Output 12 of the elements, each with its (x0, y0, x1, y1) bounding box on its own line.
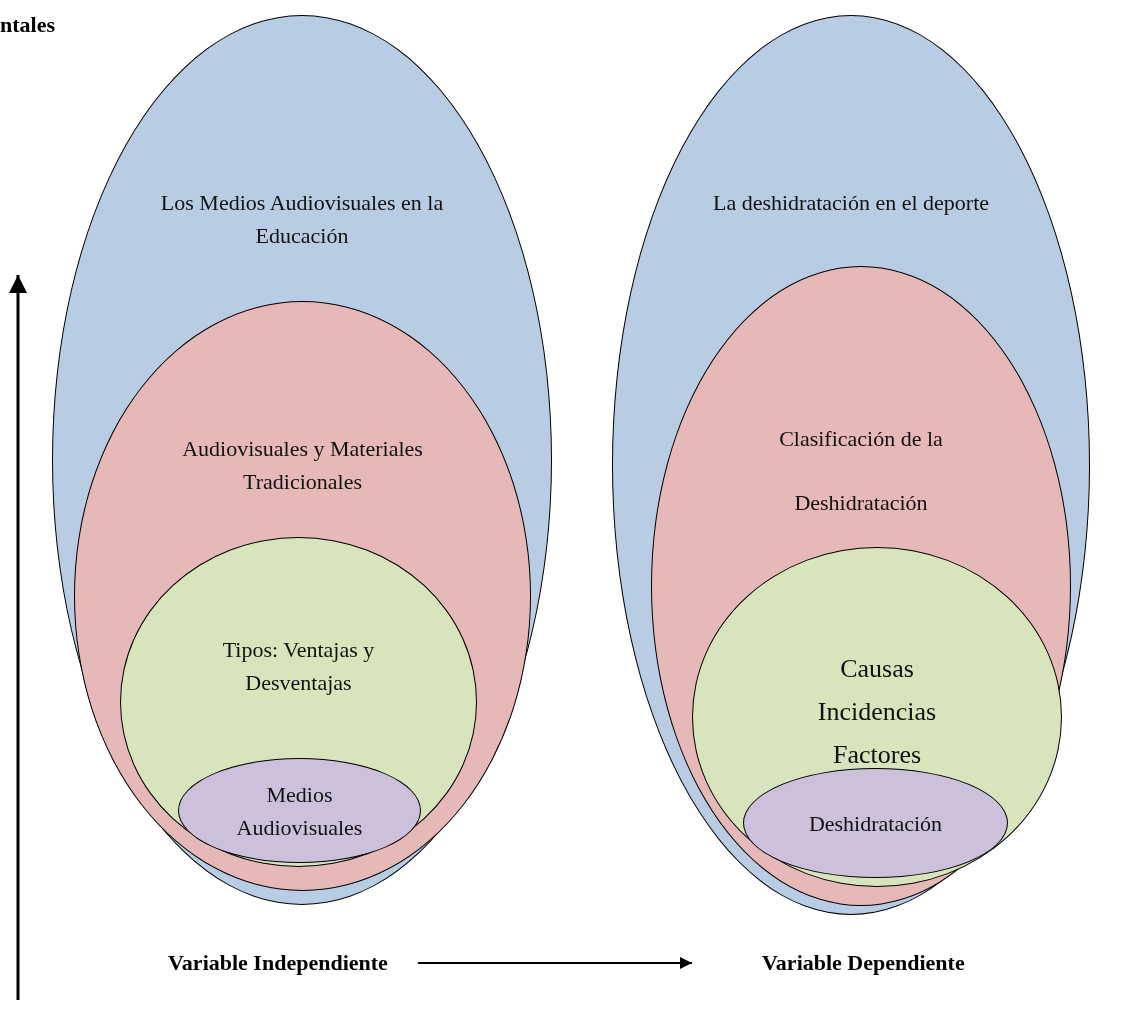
ellipse-label: Tipos: Ventajas y Desventajas (221, 636, 376, 697)
ellipse-label: La deshidratación en el deporte (711, 189, 991, 217)
ellipse-label: Deshidratación (807, 809, 944, 838)
ellipse-label: Causas Incidencias Factores (816, 653, 938, 771)
heading-fragment: ntales (0, 12, 55, 38)
axis-caption: Variable Independiente (168, 950, 388, 976)
ellipse-label: Medios Audiovisuales (235, 780, 364, 842)
ellipse-label: Clasificación de la Deshidratación (778, 425, 944, 517)
ellipse-label: Los Medios Audiovisuales en la Educación (159, 189, 445, 250)
axis-caption: Variable Dependiente (762, 950, 965, 976)
arrow (416, 957, 693, 969)
ellipse-label: Audiovisuales y Materiales Tradicionales (181, 435, 424, 496)
